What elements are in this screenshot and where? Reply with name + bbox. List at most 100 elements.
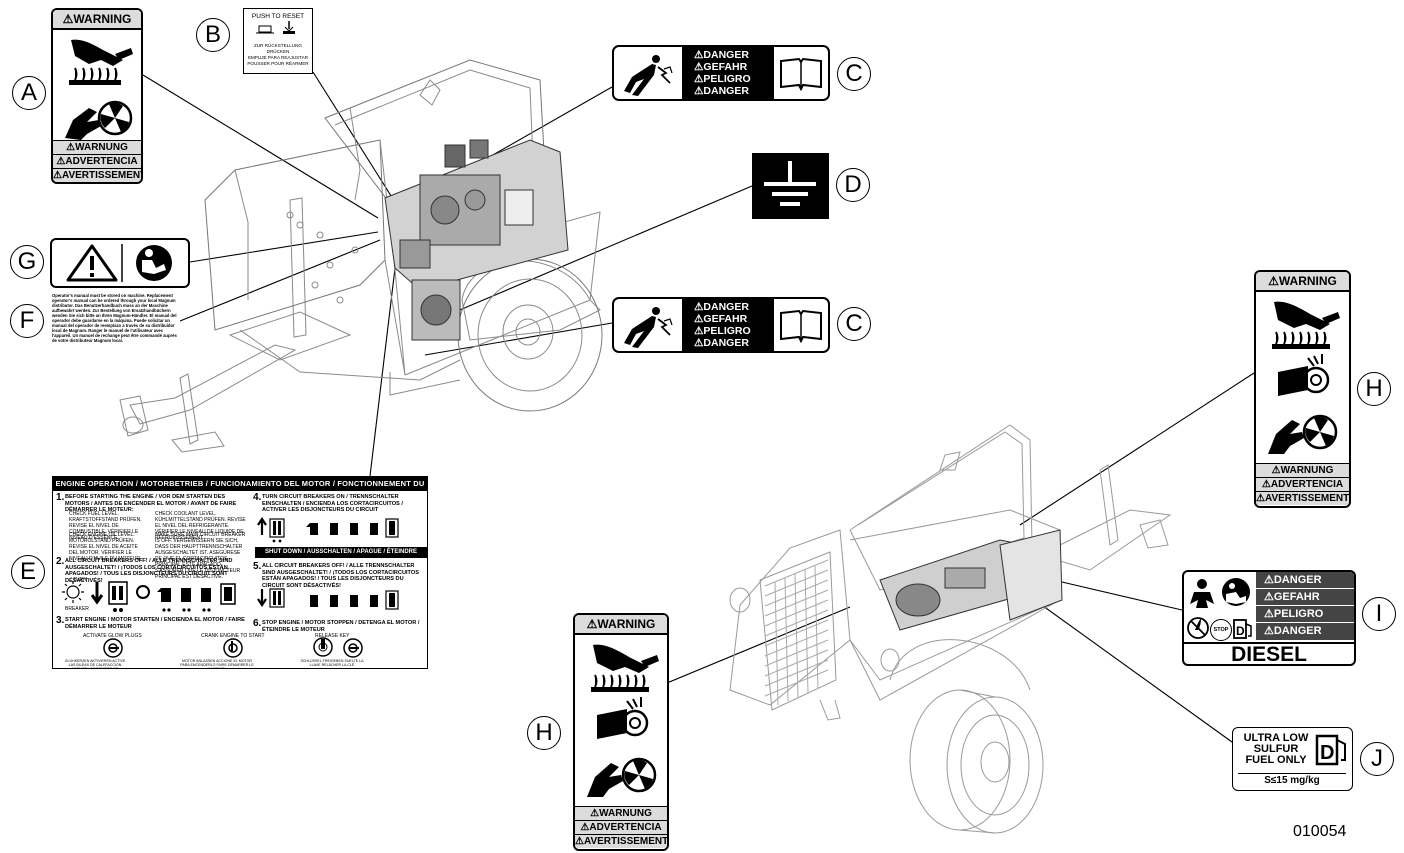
callout-c-top: C	[837, 57, 871, 91]
decal-h-left-header: ⚠WARNING	[575, 615, 667, 635]
engine-bay-top-left	[384, 139, 569, 341]
danger-de: ⚠GEFAHR	[694, 313, 748, 325]
step1a-text: CHECK FUEL LEVEL. KRAFTSTOFFSTAND PRÜFEN…	[69, 511, 142, 541]
generator-machine-front-view	[729, 424, 1172, 834]
decal-c-bottom: ⚠DANGER ⚠GEFAHR ⚠PELIGRO ⚠DANGER	[612, 297, 830, 353]
decal-b-line4: POUSSER POUR RÉARMER	[247, 61, 309, 66]
step1b-text: CHECK COOLANT LEVEL. KÜHLMITTELSTAND PRÜ…	[155, 511, 246, 541]
decal-i-diesel-danger: STOP D ⚠DANGER ⚠GEFAHR ⚠PELIGRO ⚠DANGER …	[1182, 570, 1356, 666]
fire-explosion-icons	[1187, 578, 1250, 639]
electric-shock-icon	[624, 55, 673, 96]
step1c-text: CHECK ENGINE OIL LEVEL. MOTORÖLSTAND PRÜ…	[69, 532, 142, 562]
danger-en: ⚠DANGER	[694, 49, 749, 61]
step3b-label: CRANK ENGINE TO START	[201, 633, 265, 639]
decal-a-warning: ⚠WARNING ⚠WARNUNG ⚠ADVERTENCIA ⚠AVERTISS…	[51, 8, 143, 184]
figure-id: 010054	[1293, 823, 1347, 840]
sulfur-spec: S≤15 mg/kg	[1238, 773, 1346, 788]
decal-c-bottom-danger-text: ⚠DANGER ⚠GEFAHR ⚠PELIGRO ⚠DANGER	[682, 299, 774, 353]
decal-h-right-warning: ⚠WARNING ⚠WARNUNG ⚠ADVERTENCIA ⚠AVERTISS…	[1254, 270, 1351, 508]
danger-es: ⚠PELIGRO	[694, 325, 751, 337]
stop-sign-icon: STOP	[1210, 619, 1232, 641]
callout-b: B	[196, 18, 230, 52]
decal-g-read-manual	[50, 238, 190, 288]
step3a-translations: GLÜHKERZEN AKTIVIEREN ACTIVE LAS BUJÍAS …	[64, 659, 126, 668]
danger-fr: ⚠DANGER	[694, 337, 749, 349]
step1-text: BEFORE STARTING THE ENGINE / VOR DEM STA…	[65, 494, 237, 513]
danger-de: ⚠GEFAHR	[694, 61, 748, 73]
danger-es: ⚠PELIGRO	[694, 73, 751, 85]
decal-h-left-footer-fr: ⚠AVERTISSEMENT	[575, 834, 669, 848]
shutdown-breaker-icons	[257, 588, 399, 610]
hot-surface-fan-icon	[65, 39, 133, 140]
breaker-off-icons	[62, 581, 236, 612]
decal-h-right-header: ⚠WARNING	[1256, 272, 1349, 292]
decal-b-line1: PUSH TO RESET	[251, 13, 305, 20]
callout-h-right: H	[1357, 372, 1391, 406]
svg-text:D: D	[1236, 624, 1245, 638]
breaker-on-icons	[257, 517, 399, 543]
step4-text: TURN CIRCUIT BREAKERS ON / TRENNSCHALTER…	[262, 494, 403, 513]
decal-i-danger-list: ⚠DANGER ⚠GEFAHR ⚠PELIGRO ⚠DANGER	[1256, 572, 1354, 642]
danger-en: ⚠DANGER	[694, 301, 749, 313]
generator-machine-rear-view	[119, 59, 603, 453]
manual-book-icon	[780, 309, 822, 344]
decal-f-manual-storage-text: Operator's manual must be stored on mach…	[52, 293, 177, 343]
step3-text: START ENGINE / MOTOR STARTEN / ENCIENDA …	[65, 617, 245, 630]
electric-shock-icon	[624, 307, 673, 348]
callout-g: G	[10, 245, 44, 279]
manual-book-icon	[780, 57, 822, 92]
decal-h-left-warning: ⚠WARNING ⚠WARNUNG ⚠ADVERTENCIA ⚠AVERTISS…	[573, 613, 669, 851]
callout-a: A	[12, 76, 46, 110]
step3a-label: ACTIVATE GLOW PLUGS	[83, 633, 142, 639]
callout-c-bottom: C	[837, 307, 871, 341]
step3c-translations: SCHLÜSSEL FREIGEBEN SUELTE LA LLAVE RELÂ…	[300, 659, 364, 668]
callout-d: D	[836, 168, 870, 202]
decal-j-ulsd: ULTRA LOW SULFUR FUEL ONLY D S≤15 mg/kg	[1232, 727, 1353, 791]
decal-d-ground	[752, 153, 829, 219]
decal-b-line3: EMPUJE PARA REAJUSTAR	[247, 55, 309, 60]
turn-label: TURN	[73, 577, 87, 583]
step3b-translations: MOTOR ANLASSEN ACCIONE EL MOTOR PARA ENC…	[180, 659, 254, 668]
decal-h-left-footer-de: ⚠WARNUNG	[575, 806, 667, 820]
decal-h-left-footer-es: ⚠ADVERTENCIA	[575, 820, 667, 834]
decal-h-right-footer-es: ⚠ADVERTENCIA	[1256, 477, 1349, 491]
stop-key-icon	[313, 637, 333, 657]
step3c-label: RELEASE KEY	[315, 633, 350, 639]
svg-text:D: D	[1320, 742, 1334, 764]
danger-es: ⚠PELIGRO	[1256, 606, 1354, 623]
reset-button-icon	[256, 21, 295, 34]
decal-a-footer-de: ⚠WARNUNG	[53, 140, 141, 154]
decal-b-push-to-reset: PUSH TO RESET ZUR RÜCKSTELLUNG DRÜCKEN E…	[243, 8, 313, 74]
hot-belt-fan-icons	[1268, 301, 1340, 454]
step1d-text: MAKE SURE MAIN CIRCUIT BREAKER IS OFF. V…	[155, 532, 246, 580]
decal-a-footer-fr: ⚠AVERTISSEMENT	[53, 168, 143, 182]
danger-fr: ⚠DANGER	[694, 85, 749, 97]
callout-h-left: H	[527, 716, 561, 750]
ulsd-line1: ULTRA LOW	[1243, 732, 1309, 744]
caution-read-manual-icons	[66, 244, 172, 282]
danger-de: ⚠GEFAHR	[1256, 589, 1354, 606]
engine-title: ENGINE OPERATION / MOTORBETRIEB / FUNCIO…	[53, 477, 427, 502]
step2-text: ALL CIRCUIT BREAKERS OFF! / ALLE TRENNSC…	[65, 558, 233, 584]
engine-bay-bottom-right	[879, 529, 1063, 631]
ground-symbol-icon	[764, 161, 816, 206]
step6-text: STOP ENGINE / MOTOR STOPPEN / DETENGA EL…	[262, 620, 420, 633]
key-switch-icons	[103, 638, 363, 658]
decal-c-top-danger-text: ⚠DANGER ⚠GEFAHR ⚠PELIGRO ⚠DANGER	[682, 47, 774, 101]
breaker-label: BREAKER	[65, 606, 89, 612]
callout-e: E	[11, 555, 45, 589]
fuel-pump-icon: D	[1233, 619, 1252, 639]
fuel-pump-icon: D	[1315, 734, 1346, 766]
decal-a-footer-es: ⚠ADVERTENCIA	[53, 154, 141, 168]
decal-h-right-footer-de: ⚠WARNUNG	[1256, 463, 1349, 477]
decal-c-top: ⚠DANGER ⚠GEFAHR ⚠PELIGRO ⚠DANGER	[612, 45, 830, 101]
callout-i: I	[1362, 597, 1396, 631]
callout-f: F	[10, 304, 44, 338]
ulsd-line3: FUEL ONLY	[1245, 754, 1307, 766]
step5-text: ALL CIRCUIT BREAKERS OFF! / ALLE TRENNSC…	[262, 563, 419, 589]
decal-h-right-footer-fr: ⚠AVERTISSEMENT	[1256, 491, 1350, 505]
decal-a-header: ⚠WARNING	[53, 10, 141, 30]
hot-belt-fan-icons	[587, 644, 659, 797]
decal-b-line2: ZUR RÜCKSTELLUNG DRÜCKEN	[254, 43, 302, 54]
